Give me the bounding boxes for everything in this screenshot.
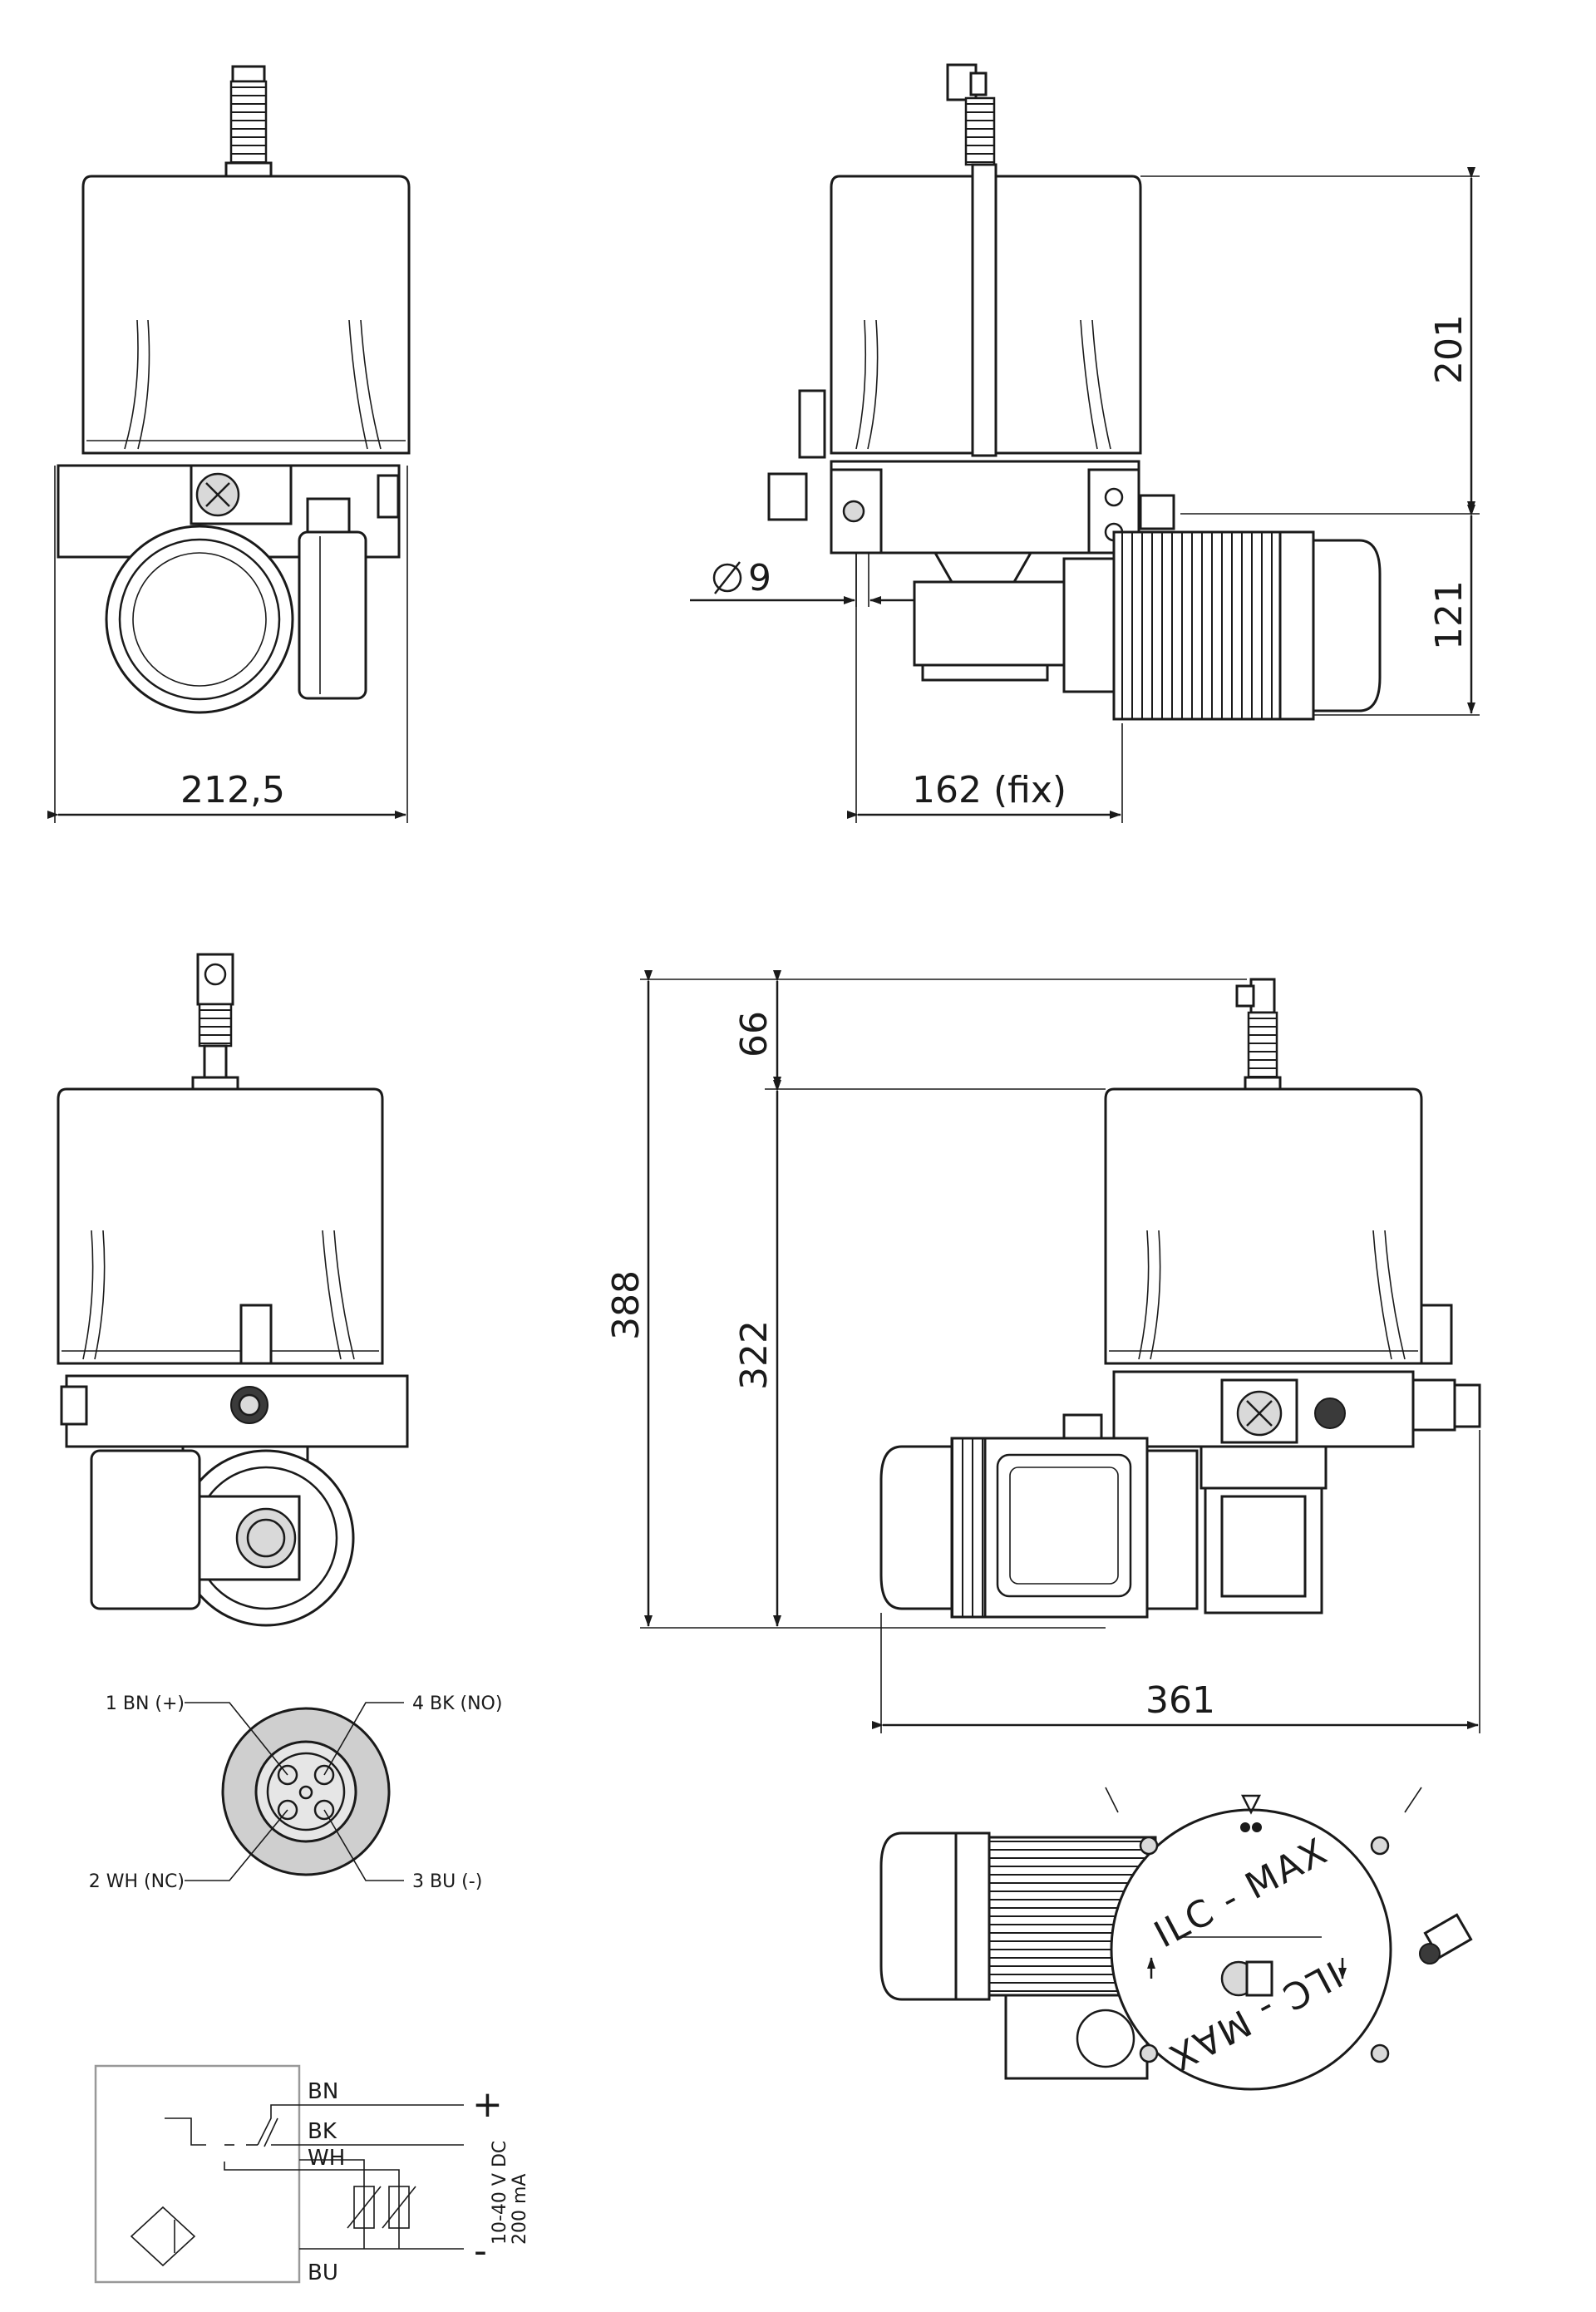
- side-mount-width-dim: 162 (fix): [912, 769, 1066, 811]
- wire-wh-label: WH: [308, 2146, 345, 2171]
- side-height-upper-dim: 201: [1428, 314, 1470, 384]
- top-view: [879, 1787, 1473, 2091]
- pin2-label: 2 WH (NC): [89, 1871, 185, 1892]
- wire-bk-label: BK: [308, 2119, 337, 2144]
- total-height-dim: 388: [605, 1270, 648, 1340]
- pin4-label: 4 BK (NO): [412, 1693, 502, 1714]
- hole-diameter-dim: 9: [748, 557, 771, 599]
- rear-view: [57, 953, 409, 1627]
- front-view: [54, 65, 411, 823]
- pin1-label: 1 BN (+): [106, 1693, 185, 1714]
- pin3-label: 3 BU (-): [412, 1871, 482, 1892]
- sensor-circuit-diagram: [94, 2064, 464, 2284]
- diameter-symbol-icon: [712, 563, 742, 593]
- connector-pinout: [185, 1702, 404, 1881]
- supply-current: 200 mA: [510, 2174, 530, 2245]
- main-front-view: [879, 978, 1481, 1733]
- side-height-lower-dim: 121: [1428, 580, 1470, 650]
- total-width-dim: 361: [1145, 1679, 1215, 1722]
- side-view: [767, 63, 1480, 823]
- reservoir-height-dim: 322: [733, 1320, 776, 1390]
- minus-terminal: -: [474, 2230, 487, 2272]
- wire-bn-label: BN: [308, 2079, 338, 2104]
- plus-terminal: +: [472, 2083, 503, 2126]
- wire-bu-label: BU: [308, 2260, 338, 2285]
- supply-voltage: 10-40 V DC: [490, 2141, 510, 2245]
- offset-height-dim: 66: [733, 1011, 776, 1057]
- front-width-dim: 212,5: [180, 769, 285, 811]
